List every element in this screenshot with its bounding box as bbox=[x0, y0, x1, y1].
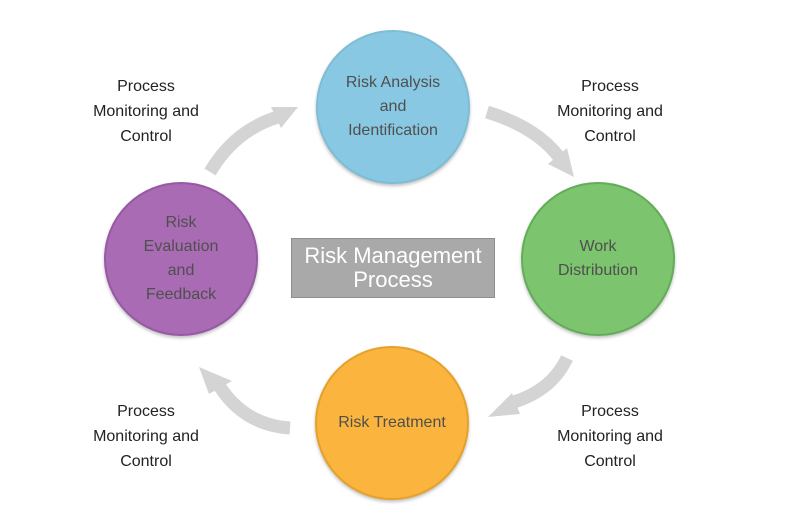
arrowhead-work-icon bbox=[548, 148, 574, 177]
arrow-work-to-treatment bbox=[511, 355, 573, 409]
node-work-distribution-label: Work Distribution bbox=[557, 238, 639, 279]
monitor-label-top-right: Process Monitoring and Control bbox=[557, 78, 663, 145]
node-risk-analysis: Risk Analysis and Identification bbox=[316, 30, 470, 184]
arrowhead-treatment-icon bbox=[488, 393, 520, 417]
arrow-evaluation-to-analysis bbox=[204, 110, 281, 176]
monitor-label-top-left: Process Monitoring and Control bbox=[93, 78, 199, 145]
node-risk-evaluation: Risk Evaluation and Feedback bbox=[104, 182, 258, 336]
monitor-label-bottom-left: Process Monitoring and Control bbox=[93, 403, 199, 470]
node-risk-treatment-label: Risk Treatment bbox=[338, 414, 446, 431]
arrowhead-analysis-icon bbox=[271, 107, 298, 128]
arrow-analysis-to-work bbox=[485, 105, 565, 162]
center-title: Risk Management Process bbox=[304, 243, 482, 292]
arrow-group bbox=[204, 105, 573, 435]
node-work-distribution: Work Distribution bbox=[521, 182, 675, 336]
arrowheads bbox=[199, 107, 574, 417]
center-title-box: Risk Management Process bbox=[291, 238, 495, 298]
node-risk-treatment: Risk Treatment bbox=[315, 346, 469, 500]
node-risk-evaluation-label: Risk Evaluation and Feedback bbox=[143, 214, 219, 303]
node-risk-analysis-label: Risk Analysis and Identification bbox=[345, 74, 441, 139]
monitor-label-bottom-right: Process Monitoring and Control bbox=[557, 403, 663, 470]
arrow-treatment-to-evaluation bbox=[214, 383, 291, 435]
arrowhead-evaluation-icon bbox=[199, 367, 232, 394]
